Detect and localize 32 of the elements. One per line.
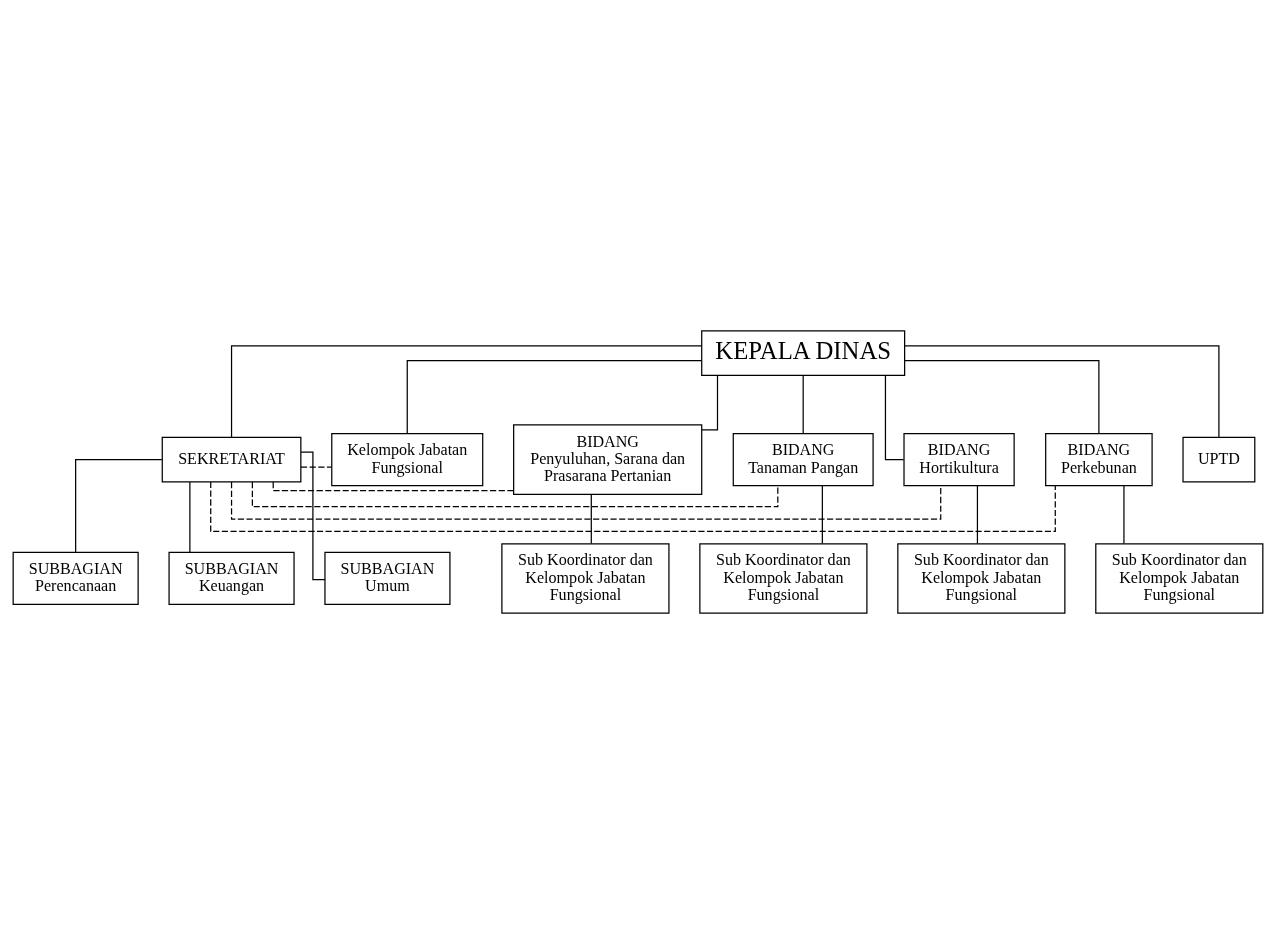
connector	[300, 451, 326, 580]
node-box: BIDANG Tanaman Pangan	[732, 432, 874, 486]
connector	[821, 484, 823, 544]
connector	[189, 480, 191, 553]
connector	[230, 480, 942, 520]
node-box: Sub Koordinator dan Kelompok Jabatan Fungsional	[699, 542, 868, 614]
connector	[406, 359, 702, 434]
node-box: KEPALA DINAS	[701, 329, 906, 376]
node-box: SUBBAGIAN Keuangan	[168, 551, 295, 605]
node-box: BIDANG Penyuluhan, Sarana dan Prasarana Pertanian	[513, 423, 703, 495]
connector	[251, 480, 779, 507]
node-box: SUBBAGIAN Umum	[324, 551, 451, 605]
connector	[1123, 484, 1125, 544]
node-box: Sub Koordinator dan Kelompok Jabatan Fungsional	[1095, 542, 1264, 614]
connector	[802, 374, 804, 434]
node-box: BIDANG Hortikultura	[903, 432, 1015, 486]
connector	[300, 465, 332, 468]
node-box: UPTD	[1182, 436, 1256, 482]
node-box: BIDANG Perkebunan	[1045, 432, 1153, 486]
connector	[210, 480, 1056, 532]
connector	[590, 493, 592, 544]
node-box: SEKRETARIAT	[161, 436, 302, 482]
connector	[904, 359, 1100, 434]
node-box: Kelompok Jabatan Fungsional	[331, 432, 484, 486]
node-box: SUBBAGIAN Perencanaan	[12, 551, 139, 605]
connector	[904, 344, 1220, 438]
connector	[230, 344, 703, 438]
connector	[976, 484, 979, 544]
node-box: Sub Koordinator dan Kelompok Jabatan Fungsional	[501, 542, 670, 614]
connector	[75, 458, 163, 553]
connector	[272, 481, 515, 491]
node-box: Sub Koordinator dan Kelompok Jabatan Fungsional	[897, 542, 1066, 614]
